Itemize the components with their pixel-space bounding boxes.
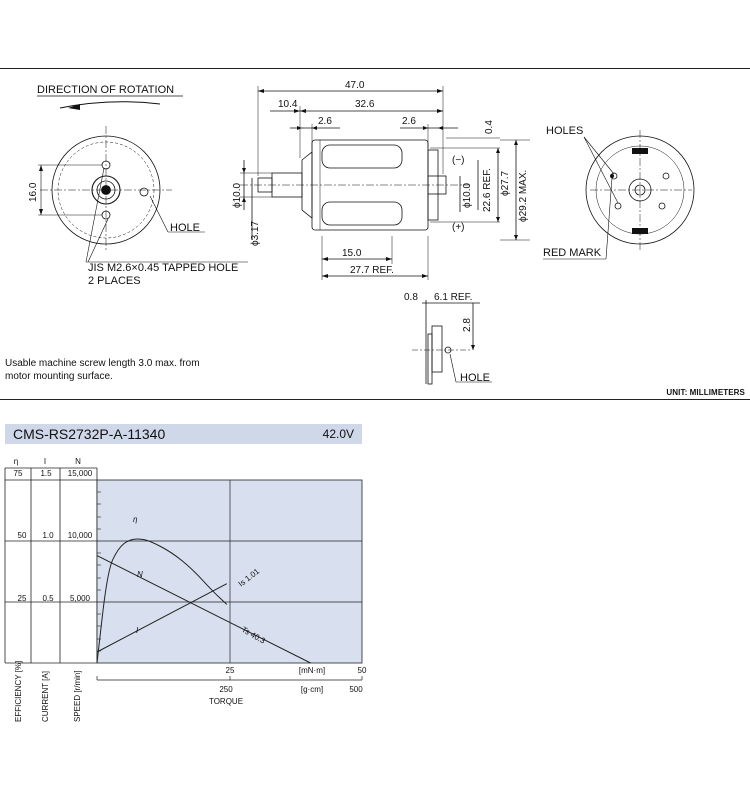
dim-2-6-left: 2.6 [318,116,332,127]
model-header: CMS-RS2732P-A-11340 42.0V [5,424,362,444]
dim-27-7ref: 27.7 REF. [350,265,394,276]
x-axis-label: TORQUE [209,697,243,706]
screw-note-line2: motor mounting surface. [5,371,113,382]
x-unit-gcm: [g·cm] [301,685,323,694]
hole-terminal-label: HOLE [460,372,490,384]
grid-lines [5,480,362,663]
plus-terminal-label: (+) [452,222,465,233]
holes-right-label: HOLES [546,125,583,137]
axis-symbol-current: I [44,457,46,466]
rear-view: HOLES RED MARK [543,125,695,260]
y-label-current: CURRENT [A] [41,671,50,722]
efficiency-curve [96,538,228,664]
axis-columns [4,467,98,664]
screw-note: Usable machine screw length 3.0 max. fro… [5,357,200,383]
dim-2-8: 2.8 [462,318,473,332]
spd-tick-15000: 15,000 [68,469,93,478]
section-rule [0,399,750,400]
speed-line [96,555,311,664]
series-label-efficiency: η [133,515,138,524]
terminal-detail: 0.8 6.1 REF. 2.8 HOLE [404,292,492,385]
dim-0-4: 0.4 [484,120,495,134]
dim-6-1ref: 6.1 REF. [434,292,472,303]
dimension-drawing: DIRECTION OF ROTATION 16.0 HOLE JIS M2.6… [28,80,695,385]
eff-tick-50: 50 [18,531,27,540]
dim-phi29-2max: ϕ29.2 MAX. [518,170,529,222]
direction-label: DIRECTION OF ROTATION [37,84,174,96]
cur-tick-1-0: 1.0 [42,531,54,540]
y-label-speed: SPEED [r/min] [73,670,82,722]
dim-32-6: 32.6 [355,99,375,110]
voltage-label: 42.0V [322,427,354,441]
axis-symbol-speed: N [75,457,81,466]
y-label-efficiency: EFFICIENCY [%] [14,661,23,722]
spd-tick-5000: 5,000 [70,594,91,603]
dim-phi27-7: ϕ27.7 [500,170,511,196]
front-view: 16.0 HOLE JIS M2.6×0.45 TAPPED HOLE 2 PL… [28,126,248,287]
current-line [96,583,228,653]
dim-47: 47.0 [345,80,365,91]
dim-16: 16.0 [28,182,39,202]
tapped-hole-label: JIS M2.6×0.45 TAPPED HOLE [88,262,238,274]
eff-tick-75: 75 [14,469,23,478]
spd-tick-10000: 10,000 [68,531,93,540]
red-mark-label: RED MARK [543,247,602,259]
x-tick-250: 250 [219,685,233,694]
x-unit-mnm: [mN·m] [299,666,325,675]
dim-10-4: 10.4 [278,99,298,110]
model-name: CMS-RS2732P-A-11340 [13,426,166,442]
minus-terminal-label: (−) [452,155,465,166]
series-label-speed: N [137,570,143,579]
dim-22-6ref: 22.6 REF. [482,168,493,212]
dim-phi3-17: ϕ3.17 [250,220,261,246]
side-view: 47.0 10.4 32.6 2.6 2.6 0.4 ϕ10.0 ϕ3.17 1… [232,80,530,280]
performance-chart: η I N 75 1.5 15,000 50 1.0 10,000 25 0.5… [4,457,367,722]
axis-symbol-efficiency: η [14,457,18,466]
dim-2-6-right: 2.6 [402,116,416,127]
x-tick-25: 25 [226,666,235,675]
x-tick-50: 50 [358,666,367,675]
dim-0-8: 0.8 [404,292,418,303]
x-tick-500: 500 [349,685,363,694]
screw-note-line1: Usable machine screw length 3.0 max. fro… [5,358,200,369]
series-label-current: I [136,626,139,635]
hole-left-label: HOLE [170,222,200,234]
dim-phi10-boss: ϕ10.0 [462,182,473,208]
eff-tick-25: 25 [18,594,27,603]
unit-label: UNIT: MILLIMETERS [666,388,745,397]
dim-phi10-shaft: ϕ10.0 [232,182,243,208]
top-rule [0,68,750,69]
plot-area [96,479,363,664]
cur-tick-0-5: 0.5 [42,594,54,603]
dim-15: 15.0 [342,248,362,259]
tapped-hole-places: 2 PLACES [88,275,141,287]
cur-tick-1-5: 1.5 [40,469,52,478]
